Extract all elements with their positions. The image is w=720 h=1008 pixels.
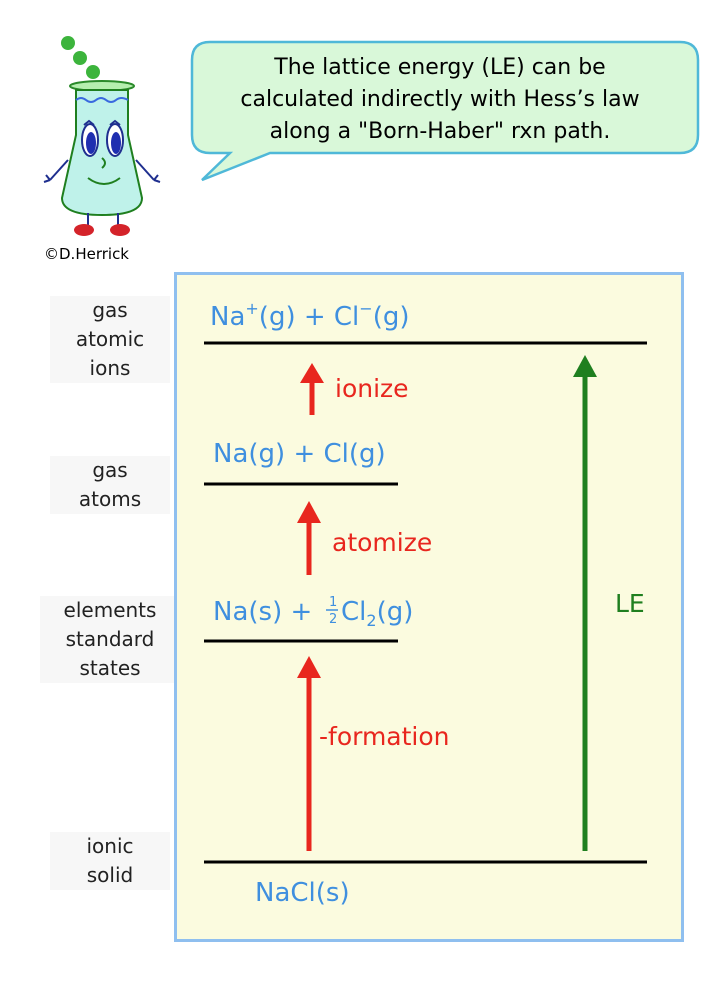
level-label-solid: ionic solid bbox=[50, 832, 170, 890]
svg-text:1: 1 bbox=[329, 595, 337, 610]
speech-line: calculated indirectly with Hess’s law bbox=[240, 87, 640, 112]
bubble-dot-icon bbox=[86, 65, 100, 79]
arrow-ionize bbox=[300, 363, 324, 415]
level-label-ions: gas atomic ions bbox=[50, 296, 170, 383]
step-atomize-label: atomize bbox=[332, 528, 432, 557]
arrow-formation bbox=[297, 656, 321, 851]
svg-text:2: 2 bbox=[329, 612, 337, 627]
speech-line: along a "Born-Haber" rxn path. bbox=[269, 119, 611, 144]
speech-bubble bbox=[190, 40, 700, 182]
level-label-standard: elements standard states bbox=[40, 596, 180, 683]
flask-mascot-icon bbox=[43, 36, 161, 236]
bubble-dot-icon bbox=[61, 36, 75, 50]
svg-text:Na(s) +: Na(s) + bbox=[213, 597, 312, 627]
species-ions: Na+(g) + Cl−(g) bbox=[210, 299, 409, 332]
step-lattice-label: LE bbox=[615, 589, 645, 618]
speech-line: The lattice energy (LE) can be bbox=[274, 55, 606, 80]
step-formation-label: -formation bbox=[319, 722, 450, 751]
level-label-atoms: gas atoms bbox=[50, 456, 170, 514]
born-haber-diagram: Na+(g) + Cl−(g) Na(g) + Cl(g) Na(s) + 1 … bbox=[204, 299, 647, 908]
step-ionize-label: ionize bbox=[335, 374, 409, 403]
credit-text: ©D.Herrick bbox=[44, 245, 129, 263]
species-atoms: Na(g) + Cl(g) bbox=[213, 439, 386, 469]
svg-text:Cl2(g): Cl2(g) bbox=[341, 597, 413, 630]
speech-text: The lattice energy (LE) can be calculate… bbox=[200, 52, 680, 148]
species-standard: Na(s) + 1 2 Cl2(g) bbox=[213, 595, 413, 630]
bubble-dot-icon bbox=[73, 51, 87, 65]
arrow-atomize bbox=[297, 501, 321, 575]
arrow-lattice-energy bbox=[573, 355, 597, 851]
species-solid: NaCl(s) bbox=[255, 878, 350, 908]
energy-diagram-panel: Na+(g) + Cl−(g) Na(g) + Cl(g) Na(s) + 1 … bbox=[174, 272, 684, 942]
